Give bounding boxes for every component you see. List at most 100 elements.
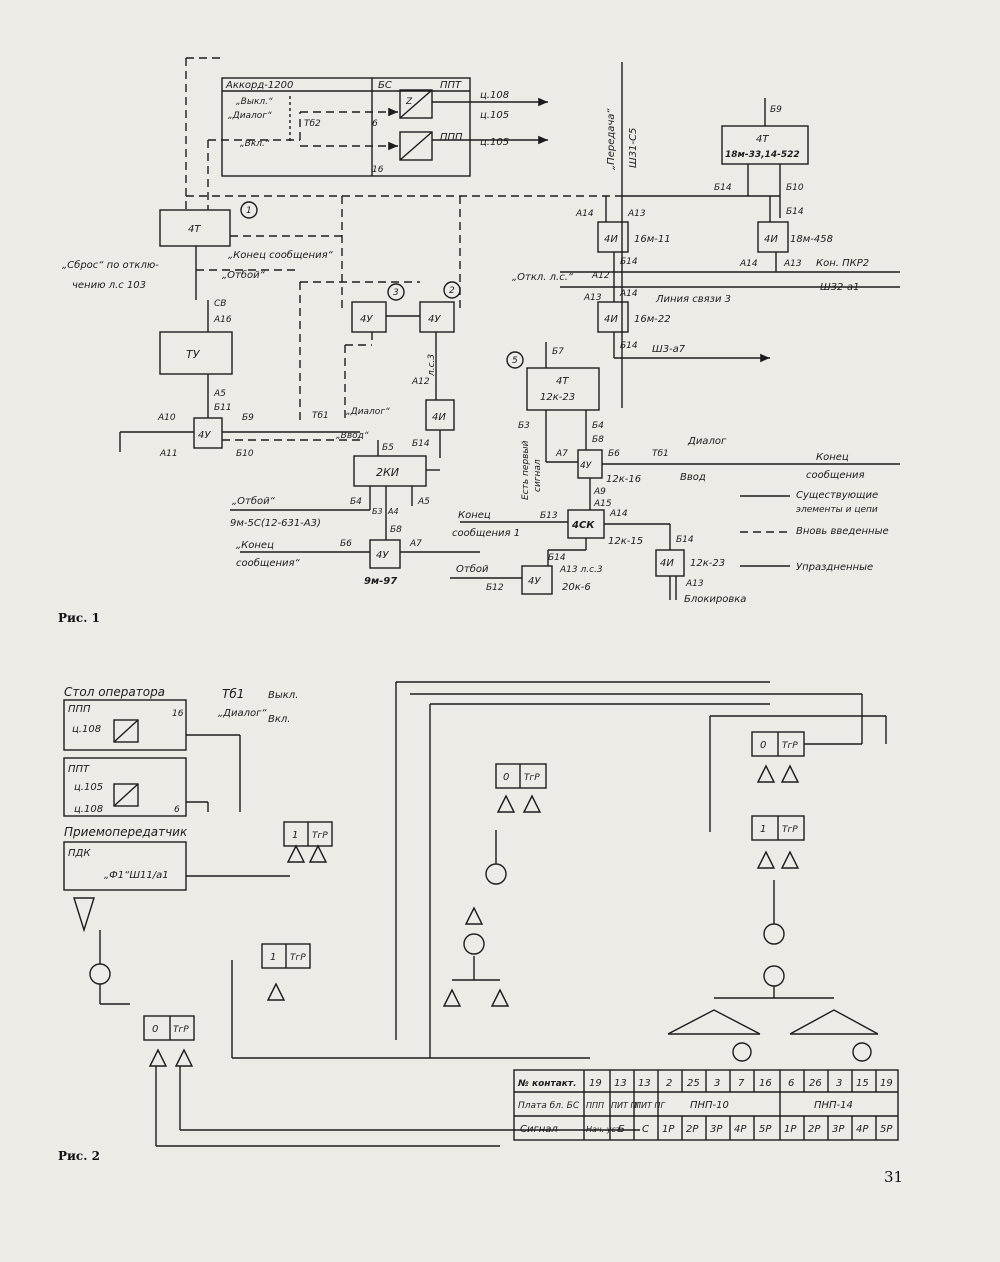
otkl-ls: „Откл. л.с.“: [512, 272, 574, 283]
b4-b: Б4: [592, 421, 604, 431]
b3-label: Б3: [372, 507, 383, 516]
legend-new: Вновь введенные: [796, 526, 889, 537]
ref-9m5c: 9м-5С(12-631-А3): [230, 518, 321, 529]
table-cell: 26: [809, 1078, 822, 1089]
legend-konec-1: Конец: [816, 452, 849, 463]
legend-konec-2: сообщения: [806, 469, 865, 481]
dialog-b: „Диалог“: [346, 407, 390, 417]
dialog-label-2: „Диалог“: [218, 708, 267, 719]
ref-9m97: 9м-97: [364, 576, 397, 587]
a13-d: А13: [685, 579, 704, 589]
figure-1-caption: Рис. 1: [58, 611, 100, 625]
i4-e: 4И: [660, 558, 674, 569]
num2: 2: [449, 286, 455, 296]
n6-label: 6: [174, 805, 180, 815]
u4-e: 4У: [528, 576, 541, 587]
a12-a: А12: [591, 271, 610, 281]
i4-a-id: 16м-11: [634, 234, 671, 245]
b9-top: Б9: [770, 105, 782, 115]
ppp-converter: [399, 131, 433, 161]
i4-b: 4И: [764, 234, 778, 245]
peredacha-label: „Передача“: [606, 108, 617, 170]
u4-c: 4У: [376, 550, 389, 561]
page-number: 31: [884, 1168, 903, 1186]
ki2-label: 2КИ: [376, 466, 399, 479]
table-cell: 7: [738, 1078, 745, 1089]
u4-a: 4У: [360, 314, 373, 325]
b7-label: Б7: [552, 347, 564, 357]
table-cell: 3: [714, 1078, 720, 1089]
tu-label: ТУ: [186, 348, 201, 361]
table-cell: 4Р: [856, 1124, 869, 1135]
t4-mid: 4Т: [556, 376, 569, 387]
table-cell: С: [642, 1124, 649, 1135]
marker-5: [506, 351, 524, 369]
b8-label: Б8: [390, 525, 402, 535]
akkord-label: Аккорд-1200: [225, 80, 293, 91]
u4-main: 4У: [198, 430, 211, 441]
u4-b: 4У: [428, 314, 441, 325]
legend-exist-2: элементы и цепи: [796, 505, 878, 515]
akkord-block: [221, 77, 471, 177]
vkl-label: „Вкл.“: [240, 139, 270, 149]
gate-4u-3: [351, 301, 387, 333]
table-cell: ПНП-14: [814, 1100, 853, 1111]
tb1-label: Тб1: [222, 687, 244, 701]
est-perv-2: сигнал: [533, 459, 543, 492]
table-cell: 13: [638, 1078, 651, 1089]
sbros-2: чению л.с 103: [72, 280, 146, 291]
dialog-c: Диалог: [687, 436, 727, 447]
b14-c: Б14: [620, 257, 638, 267]
konec-b1: „Конец: [236, 540, 274, 551]
b3-b: Б3: [518, 421, 530, 431]
tb1-a: Тб1: [312, 411, 329, 421]
i4-d: 4И: [432, 412, 446, 423]
table-cell: ППП: [586, 1101, 604, 1110]
gate-4u-c: [369, 539, 401, 569]
table-cell: ПИТ ПГ: [635, 1101, 665, 1110]
table-cell: 2: [666, 1078, 672, 1089]
trg-center-label: ТгР: [524, 773, 540, 783]
bs-label: БС: [378, 80, 392, 91]
six-label: 6: [372, 119, 378, 129]
table-cell: 19: [589, 1078, 602, 1089]
a5-label: А5: [213, 389, 226, 399]
a5-b: А5: [417, 497, 430, 507]
pdk-panel: [63, 841, 187, 891]
trg-center-zero: 0: [503, 772, 509, 783]
a13-c: А13: [583, 293, 602, 303]
i4-b-id: 18м-458: [790, 234, 833, 245]
trg-right-zero: 0: [760, 740, 766, 751]
ppp-label: ППП: [440, 132, 463, 143]
ck4-label: 4СК: [571, 520, 595, 531]
trg-upper-one: 1: [292, 830, 298, 841]
priemo-label: Приемопередатчик: [64, 825, 188, 839]
a14-b: А14: [739, 259, 758, 269]
figure-2-caption: Рис. 2: [58, 1149, 100, 1163]
trg-lower-one: 1: [270, 952, 276, 963]
b4-label: Б4: [350, 497, 362, 507]
dialog-label: „Диалог“: [228, 111, 272, 121]
vykl-label-2: Выкл.: [268, 690, 298, 701]
table-cell: 2Р: [808, 1124, 821, 1135]
table-cell: 5Р: [880, 1124, 893, 1135]
table-header-plata: Плата бл. БС: [518, 1101, 580, 1111]
b9-b: Б9: [242, 413, 254, 423]
b14-g: Б14: [548, 553, 566, 563]
otboy-b: „Отбой“: [232, 495, 276, 507]
table-header-contact: № контакт.: [517, 1079, 577, 1089]
table-cell: Б: [618, 1124, 625, 1135]
ls3-a: л.с.3: [427, 354, 437, 377]
trg-left-label: ТгР: [173, 1025, 189, 1035]
sixteen-label: 16: [372, 165, 384, 175]
table-cell: 25: [687, 1078, 700, 1089]
a12-b: А12: [411, 377, 430, 387]
table-cell: 2Р: [686, 1124, 699, 1135]
konec-c1: Конец: [458, 510, 491, 521]
trg-upper-label: ТгР: [312, 831, 328, 841]
pdk-label: ПДК: [68, 848, 91, 859]
b14-e: Б14: [412, 439, 430, 449]
trigger-4t-left: [159, 209, 231, 247]
u4-d: 4У: [580, 461, 592, 471]
